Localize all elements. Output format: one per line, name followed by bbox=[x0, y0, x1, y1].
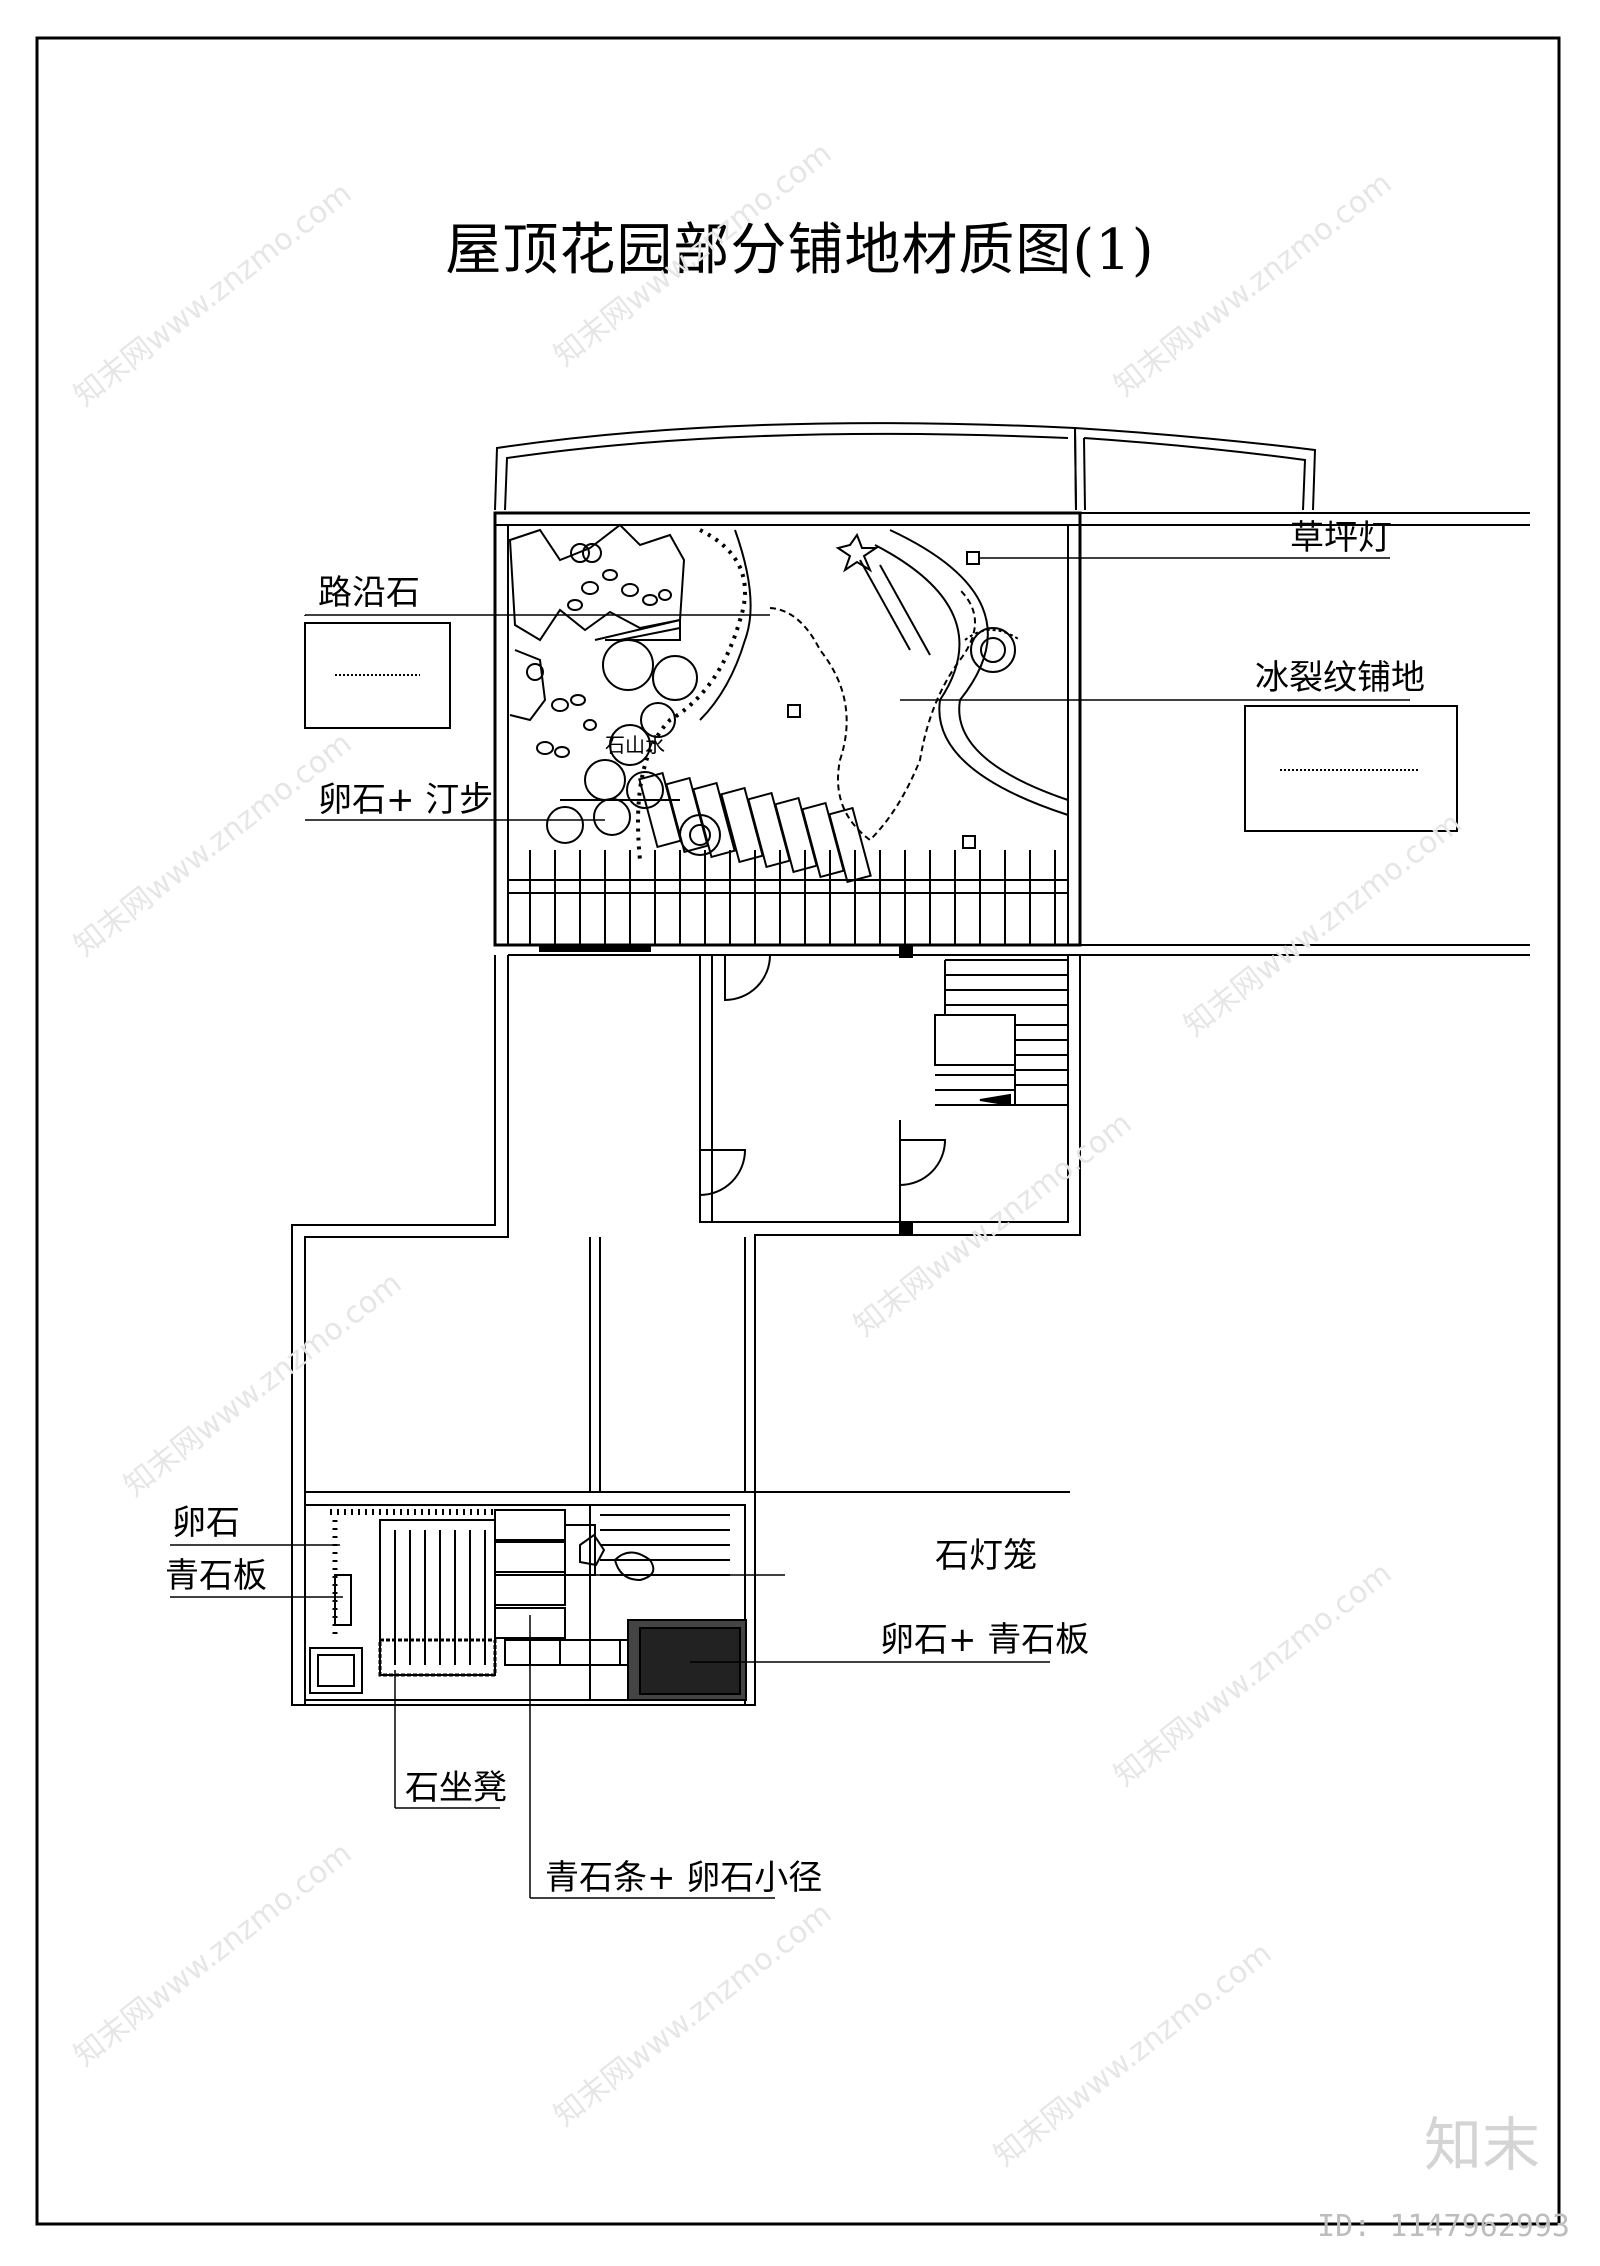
arched-canopy bbox=[494, 422, 1317, 511]
pebble-band bbox=[636, 528, 747, 861]
brand-watermark: 知末 bbox=[1423, 2111, 1540, 2179]
label-cracked-paving: 冰裂纹铺地 bbox=[1255, 658, 1425, 698]
curved-paving-band bbox=[859, 529, 1069, 816]
star-plant-symbol bbox=[835, 532, 880, 573]
curb-stone-note-box bbox=[304, 622, 451, 729]
leader-lines bbox=[170, 557, 1410, 1899]
staircase bbox=[934, 959, 1068, 1107]
label-bluestone-pebble-path: 青石条+ 卵石小径 bbox=[545, 1858, 823, 1898]
lawn-light-symbols bbox=[787, 551, 980, 849]
cracked-paving-note-box bbox=[1244, 705, 1458, 832]
round-stepping-stones bbox=[546, 639, 698, 844]
garden-walls bbox=[493, 511, 1082, 956]
lower-garden bbox=[304, 1504, 747, 1701]
interior-walls bbox=[291, 955, 1081, 1706]
fountain bbox=[964, 627, 1021, 673]
label-curb-stone: 路沿石 bbox=[318, 573, 420, 613]
label-bluestone-slab: 青石板 bbox=[165, 1556, 267, 1596]
label-pebble-bluestone: 卵石+ 青石板 bbox=[880, 1620, 1090, 1660]
fence-posts bbox=[508, 850, 1068, 945]
label-stone-lantern: 石灯笼 bbox=[935, 1536, 1037, 1576]
cracked-paving-edge bbox=[769, 589, 976, 842]
door-threshold bbox=[539, 944, 651, 952]
drawing-title: 屋顶花园部分铺地材质图(1) bbox=[445, 218, 1155, 283]
label-stone-stool: 石坐凳 bbox=[405, 1768, 507, 1808]
door-swings bbox=[699, 954, 947, 1222]
stepping-planks bbox=[638, 771, 872, 884]
label-pebble-stepping: 卵石+ 汀步 bbox=[318, 780, 494, 820]
label-pebble: 卵石 bbox=[172, 1503, 240, 1543]
label-lawn-light: 草坪灯 bbox=[1290, 518, 1392, 558]
rockery-outline bbox=[508, 523, 686, 801]
sheet-border bbox=[35, 36, 1561, 2226]
stone-drum bbox=[679, 814, 721, 856]
rockery-label: 石山水 bbox=[605, 733, 665, 757]
pebble-cluster bbox=[536, 569, 672, 758]
drawing-id: ID: 1147962993 bbox=[1317, 2209, 1570, 2244]
